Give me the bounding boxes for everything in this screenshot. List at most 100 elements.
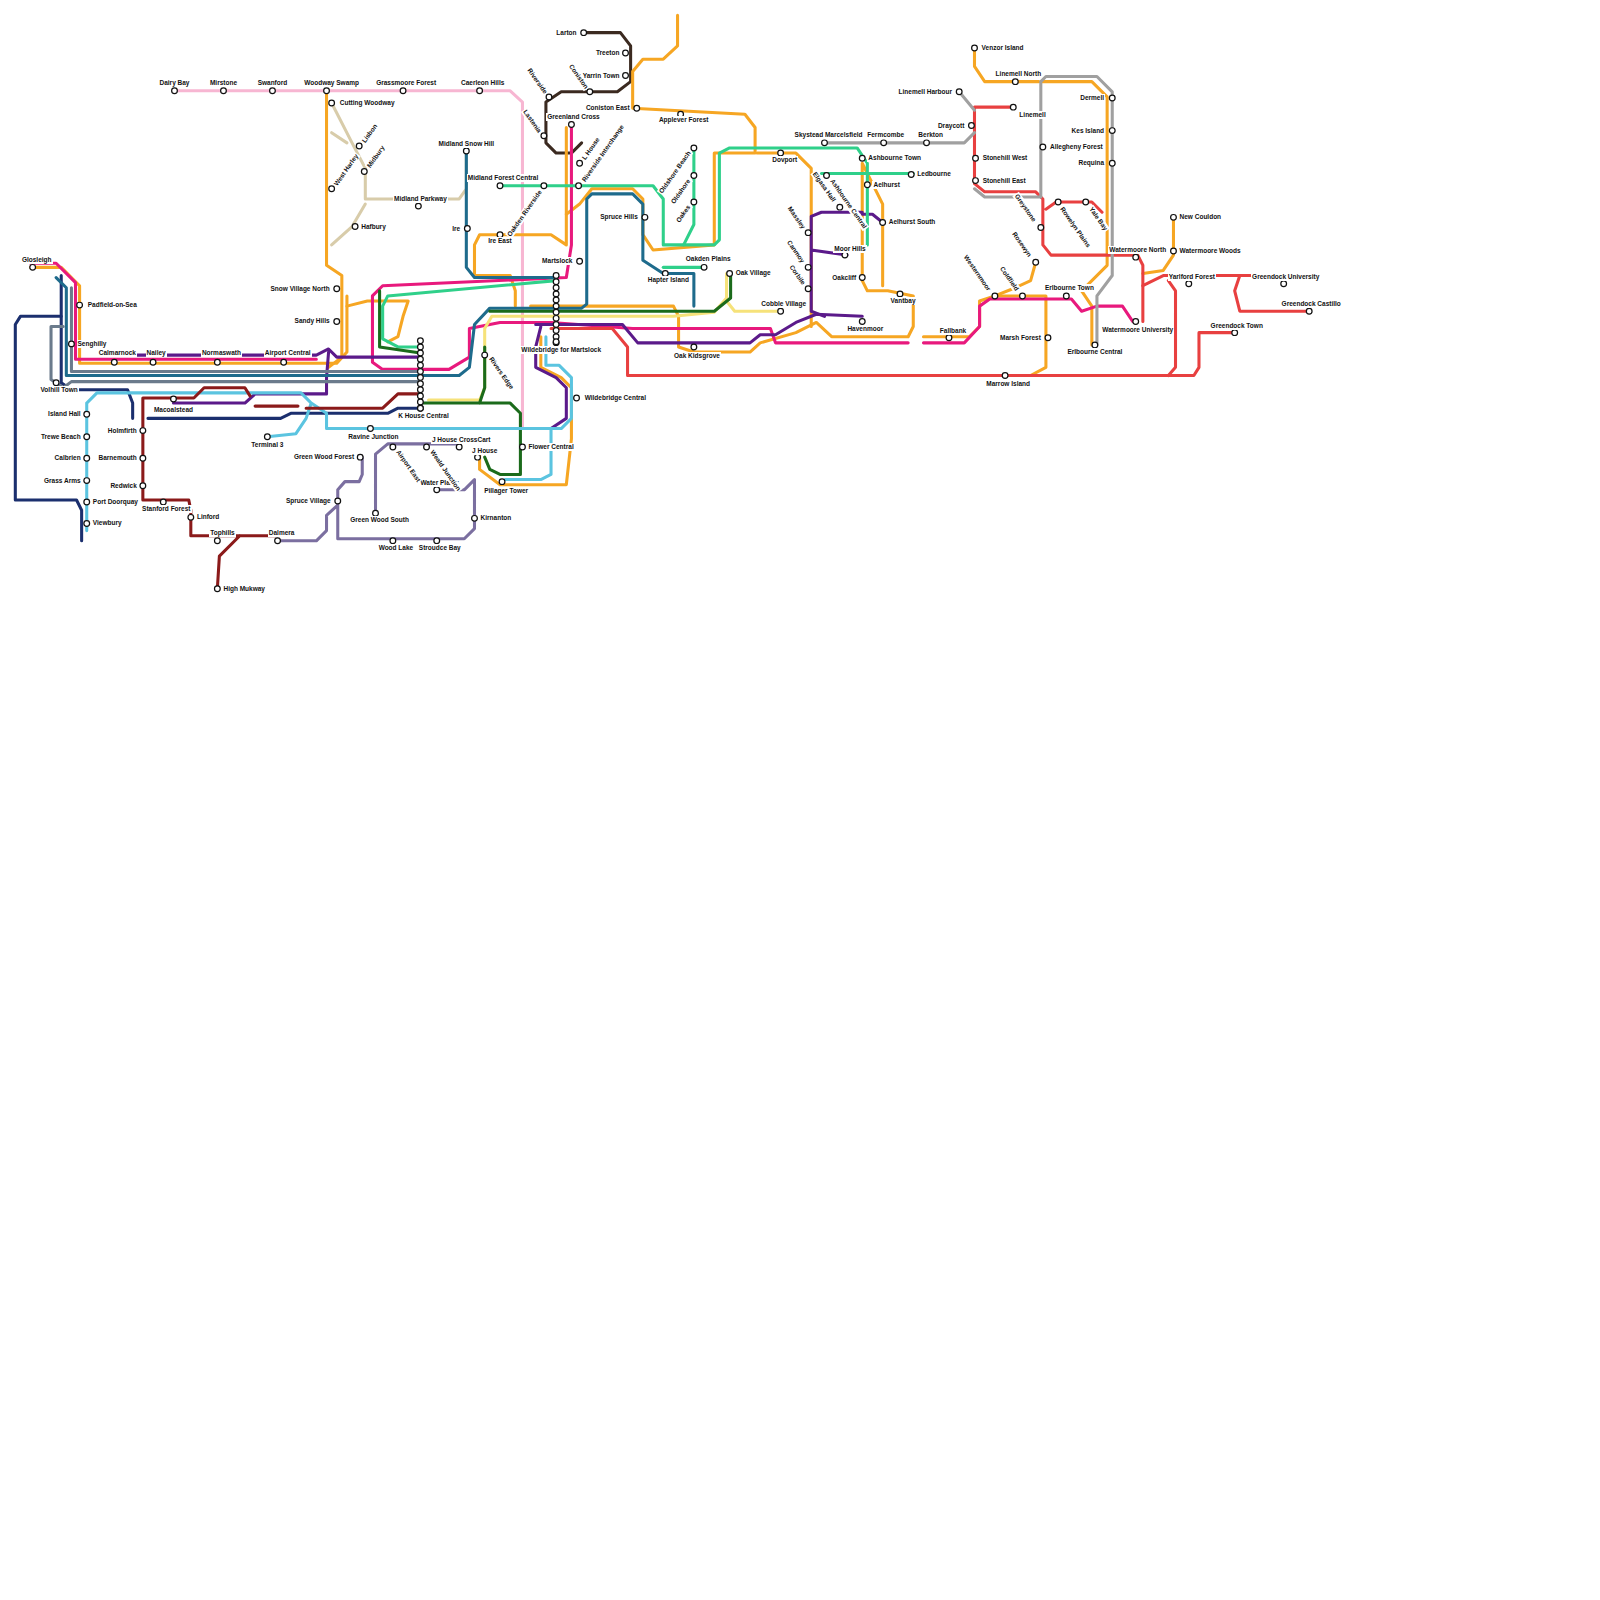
station-dot <box>553 328 559 334</box>
station-dot <box>973 155 979 161</box>
station-dot <box>329 186 335 192</box>
station-dot <box>69 341 75 347</box>
station-dot <box>924 140 930 146</box>
station-dot <box>497 183 503 189</box>
station-dot <box>418 387 424 393</box>
station-dot <box>642 214 648 220</box>
station-dot <box>434 487 440 493</box>
route-line <box>531 327 567 429</box>
station-dot <box>335 498 341 504</box>
station-name: Allegheny Forest <box>1049 143 1104 151</box>
station-dot <box>1012 79 1018 85</box>
station-name: Ledbourne <box>916 170 952 178</box>
route-line <box>255 405 298 408</box>
station-name: Dermell <box>1079 94 1105 102</box>
station-name: Greendock University <box>1251 273 1320 281</box>
station-dot <box>160 499 166 505</box>
station-name: Riverside <box>525 66 549 96</box>
station-dot <box>424 444 430 450</box>
route-line <box>827 77 1113 345</box>
station-dot <box>553 322 559 328</box>
station-dot <box>418 405 424 411</box>
station-dot <box>456 444 462 450</box>
station-name: Oak Kidsgrove <box>673 352 721 360</box>
station-dot <box>824 173 830 179</box>
station-name: Watermoore North <box>1108 246 1167 254</box>
station-dot <box>1171 214 1177 220</box>
station-name: High Mukway <box>222 585 266 593</box>
station-name: Caerleon Hills <box>460 79 505 87</box>
station-name: Grassmoore Forest <box>375 79 437 87</box>
station-name: Hafbury <box>360 223 387 231</box>
station-dot <box>84 478 90 484</box>
station-dot <box>1083 199 1089 205</box>
station-name: Greystone <box>1012 192 1038 225</box>
station-name: Calmarnock <box>98 349 137 357</box>
station-name: Martslock <box>541 257 573 265</box>
station-name: Wood Lake <box>378 544 415 552</box>
station-dot <box>352 224 358 230</box>
station-dot <box>416 203 422 209</box>
station-dot <box>956 89 962 95</box>
station-dot <box>464 226 470 232</box>
route-line <box>380 291 421 353</box>
station-dot <box>482 352 488 358</box>
station-name: Terminal 3 <box>250 441 284 449</box>
station-name: Requina <box>1077 159 1105 167</box>
station-name: Massley <box>785 204 807 231</box>
station-dot <box>581 30 587 36</box>
route-line <box>821 172 913 175</box>
station-dot <box>499 479 505 485</box>
station-name: Airport East <box>394 448 423 485</box>
station-name: Viewbury <box>92 519 123 527</box>
station-name: Sandy Hills <box>294 317 331 325</box>
station-name: Moor Hills <box>833 245 866 253</box>
station-name: Stonehill East <box>982 177 1027 185</box>
station-dot <box>691 173 697 179</box>
station-dot <box>140 428 146 434</box>
route-line <box>811 212 862 316</box>
station-name: Dairy Bay <box>158 79 190 87</box>
station-dot <box>973 178 979 184</box>
station-name: Redwick <box>109 482 137 490</box>
route-line <box>429 273 781 400</box>
station-name: Senghilly <box>77 340 108 348</box>
station-name: Berkton <box>917 131 944 139</box>
station-name: K House Central <box>397 412 450 420</box>
station-name: Volhill Town <box>40 386 79 394</box>
station-dot <box>324 88 330 94</box>
station-dot <box>623 73 629 79</box>
station-name: Glosleigh <box>21 256 53 264</box>
station-dot <box>972 45 978 51</box>
station-name: Linemell <box>1018 111 1046 119</box>
station-dot <box>691 145 697 151</box>
route-line <box>551 276 1309 376</box>
station-dot <box>1109 95 1115 101</box>
station-dot <box>84 455 90 461</box>
station-name: Cobble Village <box>760 300 807 308</box>
station-dot <box>172 88 178 94</box>
station-name: Trewe Beach <box>40 433 82 441</box>
station-dot <box>329 100 335 106</box>
station-name: Wildebridge Central <box>584 394 647 402</box>
station-dot <box>553 285 559 291</box>
station-name: Ashbourne Town <box>867 154 922 162</box>
route-line <box>51 327 418 388</box>
station-dot <box>418 350 424 356</box>
route-line <box>347 301 408 342</box>
station-dot <box>881 140 887 146</box>
station-name: Erlbourne Town <box>1044 284 1095 292</box>
route-line <box>757 153 811 326</box>
station-dot <box>623 50 629 56</box>
station-dot <box>553 316 559 322</box>
station-dot <box>1020 293 1026 299</box>
station-dot <box>418 405 424 411</box>
station-dot <box>221 88 227 94</box>
station-name: Yarrin Town <box>582 72 621 80</box>
station-dot <box>1186 281 1192 287</box>
station-name: Rosewyn <box>1010 230 1034 260</box>
route-line <box>566 15 755 250</box>
station-name: Midland Forest Central <box>467 174 539 182</box>
station-dot <box>334 319 340 325</box>
station-dot <box>541 183 547 189</box>
